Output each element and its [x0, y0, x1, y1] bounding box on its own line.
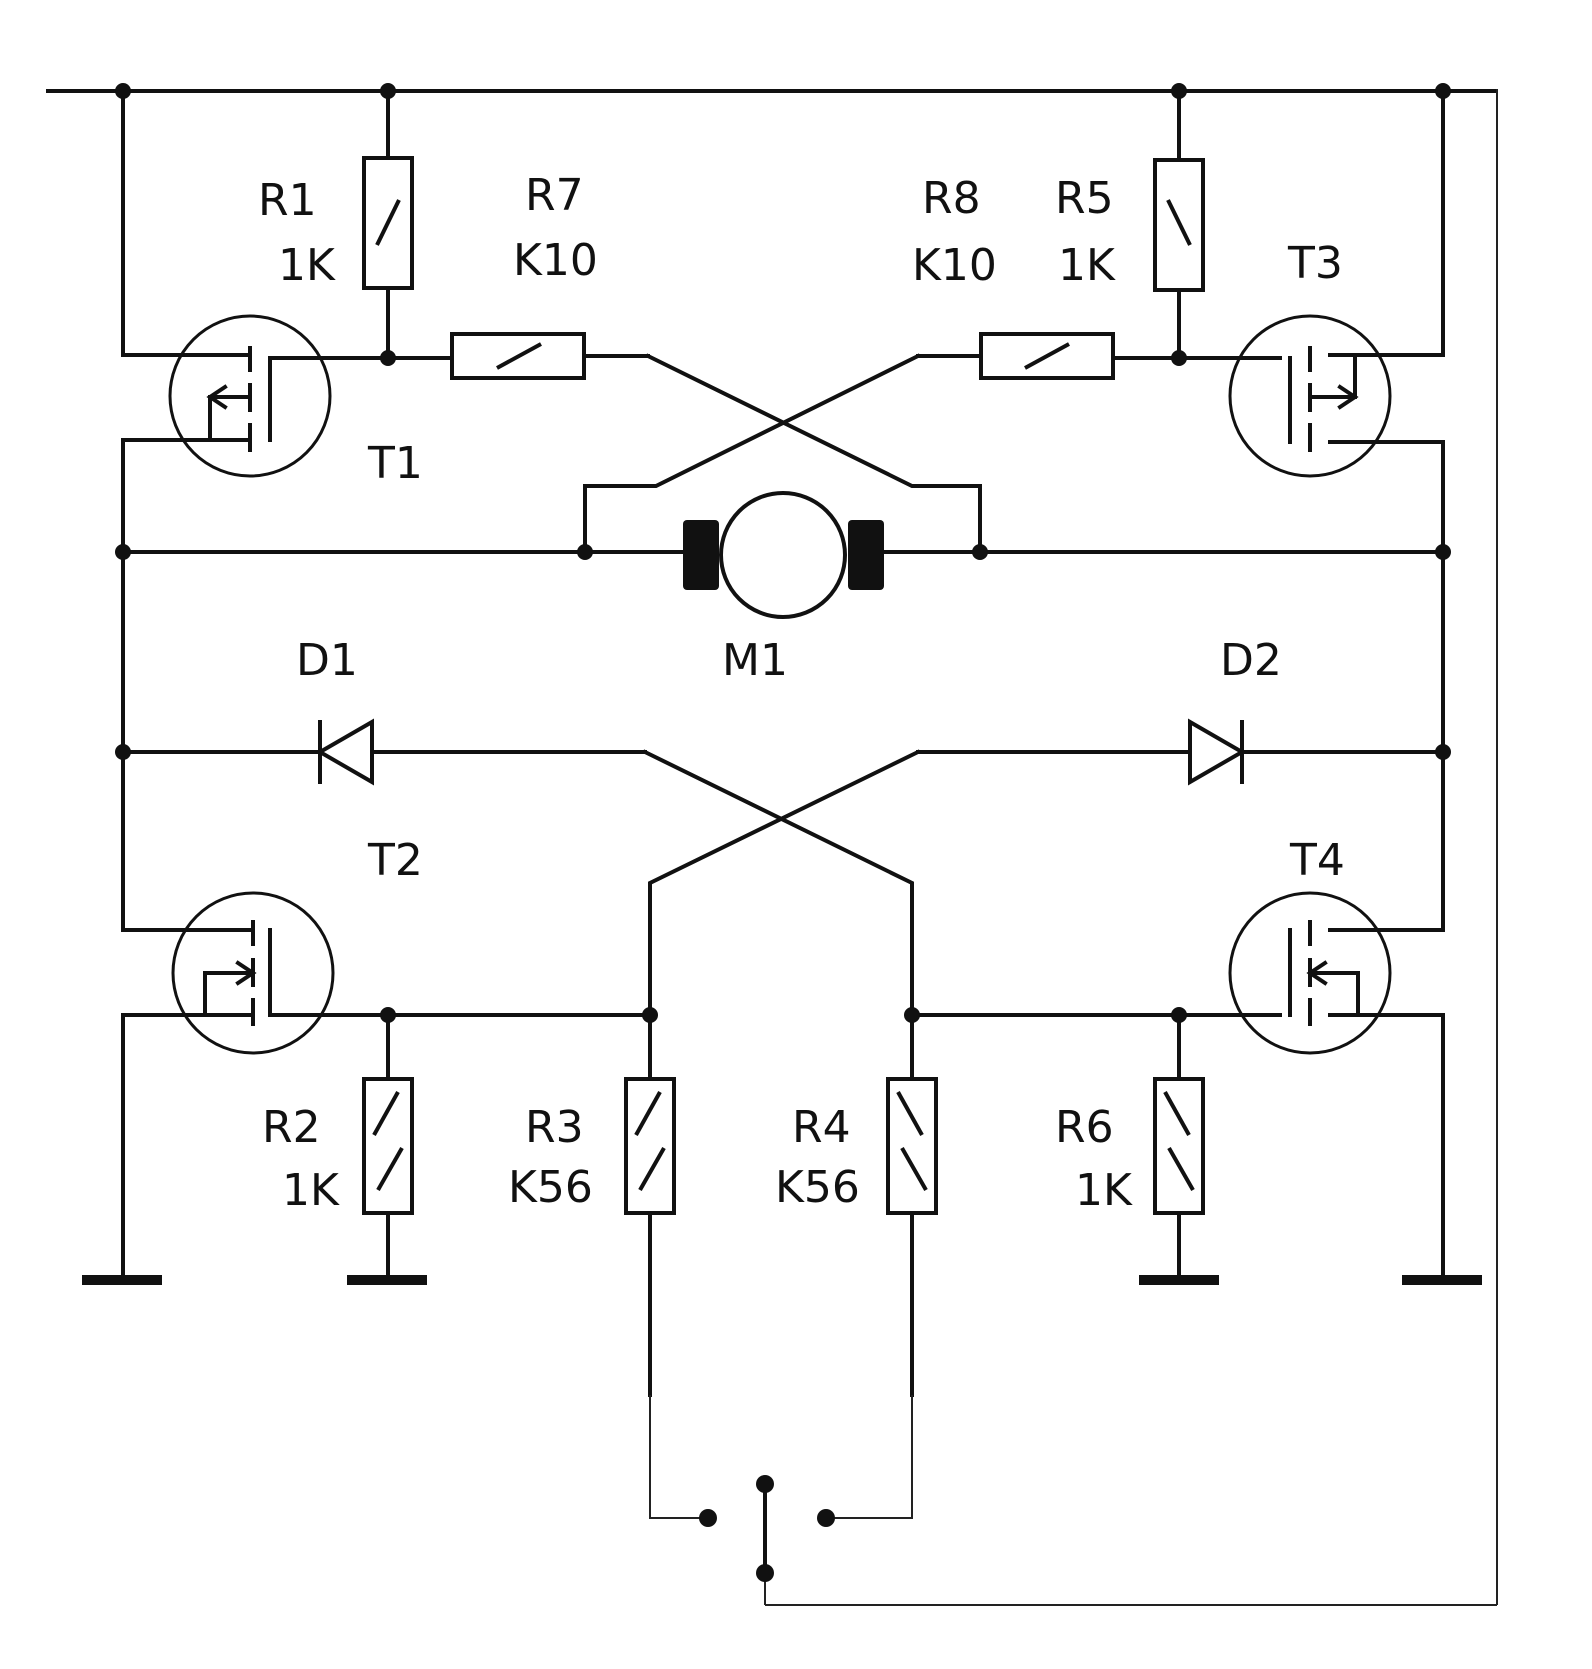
resistor-r8: [916, 332, 1115, 380]
label-r1-name: R1: [258, 175, 317, 226]
label-r7-value: K10: [513, 235, 598, 286]
mosfet-t1: [168, 314, 332, 478]
label-r7-name: R7: [525, 170, 584, 221]
label-r8-value: K10: [912, 240, 997, 291]
mosfet-t3: [1228, 314, 1392, 478]
supply-rail: [46, 89, 1498, 1606]
label-r4-name: R4: [792, 1102, 851, 1153]
left-column-wires: [121, 89, 252, 1280]
label-r3-name: R3: [525, 1102, 584, 1153]
resistor-r7: [450, 332, 650, 380]
label-r4-value: K56: [775, 1162, 860, 1213]
label-r3-value: K56: [508, 1162, 593, 1213]
mosfet-t4: [1228, 891, 1392, 1055]
label-r6-value: 1K: [1075, 1165, 1133, 1216]
resistor-r3: [624, 1013, 676, 1397]
label-r5-value: 1K: [1058, 240, 1116, 291]
direction-switch: [649, 1395, 913, 1605]
label-r8-name: R8: [922, 173, 981, 224]
label-r2-name: R2: [262, 1102, 321, 1153]
label-t2: T2: [367, 835, 423, 886]
label-r5-name: R5: [1055, 173, 1114, 224]
label-d2: D2: [1220, 635, 1282, 686]
motor-m1: [121, 491, 1445, 619]
label-t3: T3: [1287, 238, 1343, 289]
resistor-r1: [362, 89, 414, 360]
right-column-wires: [1328, 89, 1445, 1280]
resistor-r6: [1153, 1013, 1205, 1280]
label-r6-name: R6: [1055, 1102, 1114, 1153]
label-r2-value: 1K: [282, 1165, 340, 1216]
junction-dots: [115, 83, 1451, 1023]
diode-d1: [121, 718, 647, 786]
resistor-r2: [362, 1013, 414, 1280]
mosfet-t2: [171, 891, 335, 1055]
lower-cross-wires: [642, 749, 921, 1017]
resistor-r5: [1153, 89, 1205, 360]
upper-cross-wires: [583, 353, 982, 554]
component-labels: R1 1K R7 K10 R8 K10 R5 1K T3 T1 M1 D1 D2…: [258, 170, 1345, 1216]
label-d1: D1: [296, 635, 358, 686]
diode-d2: [916, 718, 1445, 786]
label-t4: T4: [1289, 835, 1345, 886]
label-r1-value: 1K: [278, 240, 336, 291]
label-t1: T1: [367, 438, 423, 489]
label-m1: M1: [722, 635, 788, 686]
resistor-r4: [886, 1013, 938, 1397]
